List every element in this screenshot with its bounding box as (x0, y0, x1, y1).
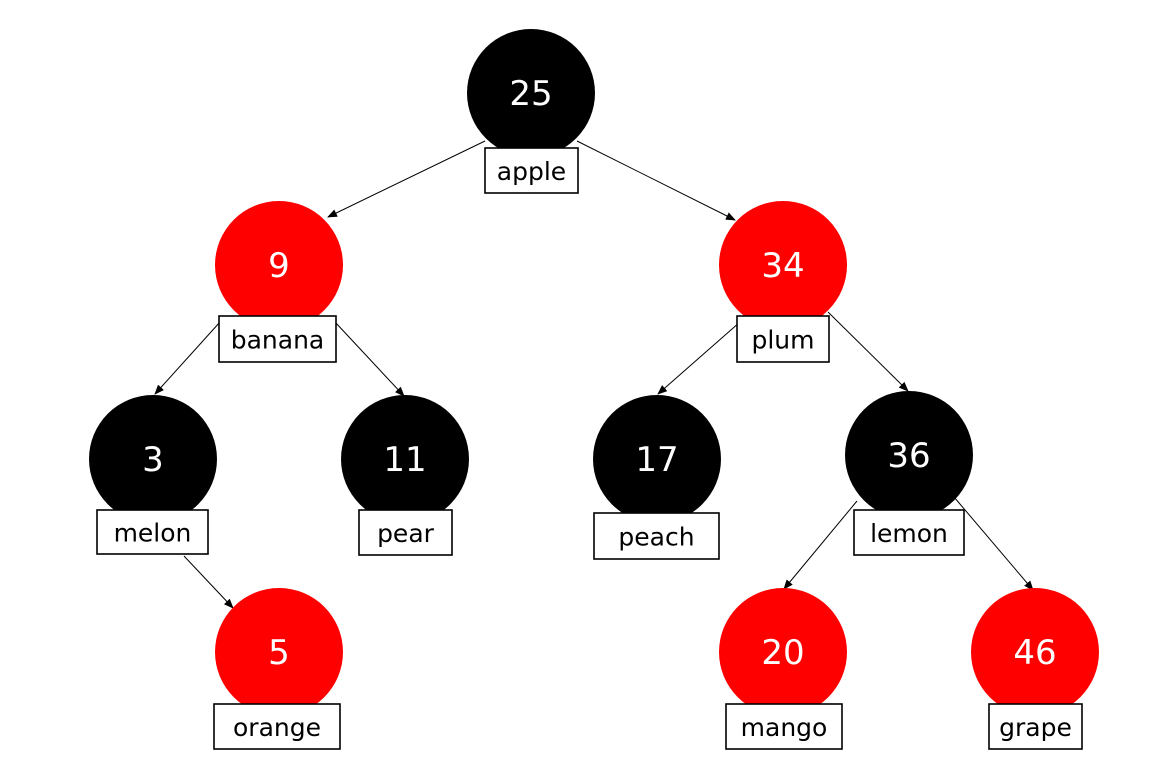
node-label-box (96, 509, 209, 555)
tree-node-3: 3 melon (89, 395, 217, 555)
node-label-box (213, 703, 341, 750)
edge-arrow-n36-n46 (953, 496, 1034, 591)
node-key: 3 (142, 440, 164, 480)
edge-arrow-n25-n34 (576, 140, 736, 221)
node-value-label: peach (618, 523, 694, 552)
node-label-box (484, 147, 579, 194)
node-label-box (593, 512, 720, 560)
node-label-box (853, 509, 965, 556)
node-key: 9 (268, 246, 290, 286)
tree-node-9: 9 banana (215, 201, 343, 363)
nodes-layer: 25 apple 9 banana 34 plum 3 melon 11 pear 17 peach 3… (89, 29, 1099, 750)
node-key: 36 (887, 436, 930, 476)
node-label-box (725, 703, 843, 750)
node-circle-red (215, 201, 343, 329)
node-circle-black (89, 395, 217, 523)
node-label-box (736, 315, 830, 363)
node-circle-red (719, 588, 847, 716)
node-key: 34 (761, 246, 804, 286)
node-key: 5 (268, 633, 290, 673)
edge-arrow-n34-n17 (657, 321, 741, 395)
edge-arrow-n36-n20 (783, 500, 858, 590)
node-circle-red (719, 201, 847, 329)
edge-arrow-n9-n3 (154, 321, 221, 395)
node-key: 25 (509, 74, 552, 114)
edge-arrow-n25-n9 (327, 140, 486, 218)
node-value-label: lemon (870, 519, 948, 548)
node-circle-red (215, 588, 343, 716)
tree-node-11: 11 pear (341, 395, 469, 556)
node-key: 46 (1013, 633, 1056, 673)
node-label-box (218, 315, 337, 363)
node-label-box (988, 703, 1083, 750)
node-key: 17 (635, 440, 678, 480)
node-circle-black (341, 395, 469, 523)
node-value-label: pear (377, 519, 435, 548)
node-circle-red (971, 588, 1099, 716)
tree-node-5: 5 orange (213, 588, 343, 750)
tree-node-17: 17 peach (593, 395, 721, 560)
node-value-label: plum (751, 326, 814, 355)
tree-node-20: 20 mango (719, 588, 847, 750)
node-value-label: grape (999, 713, 1072, 742)
node-label-box (358, 509, 453, 556)
node-value-label: mango (741, 713, 828, 742)
node-value-label: melon (114, 519, 192, 548)
edge-arrow-n9-n11 (334, 321, 405, 397)
edge-arrow-n3-n5 (183, 555, 234, 609)
node-circle-black (467, 29, 595, 157)
node-value-label: apple (497, 157, 566, 186)
node-circle-black (845, 391, 973, 519)
tree-node-25: 25 apple (467, 29, 595, 194)
edge-arrow-n34-n36 (827, 311, 909, 392)
edges-layer (154, 140, 1034, 609)
tree-node-36: 36 lemon (845, 391, 973, 556)
node-circle-black (593, 395, 721, 523)
node-value-label: banana (231, 326, 325, 355)
node-value-label: orange (233, 713, 321, 742)
tree-node-34: 34 plum (719, 201, 847, 363)
node-key: 20 (761, 633, 804, 673)
node-key: 11 (383, 440, 426, 480)
tree-node-46: 46 grape (971, 588, 1099, 750)
